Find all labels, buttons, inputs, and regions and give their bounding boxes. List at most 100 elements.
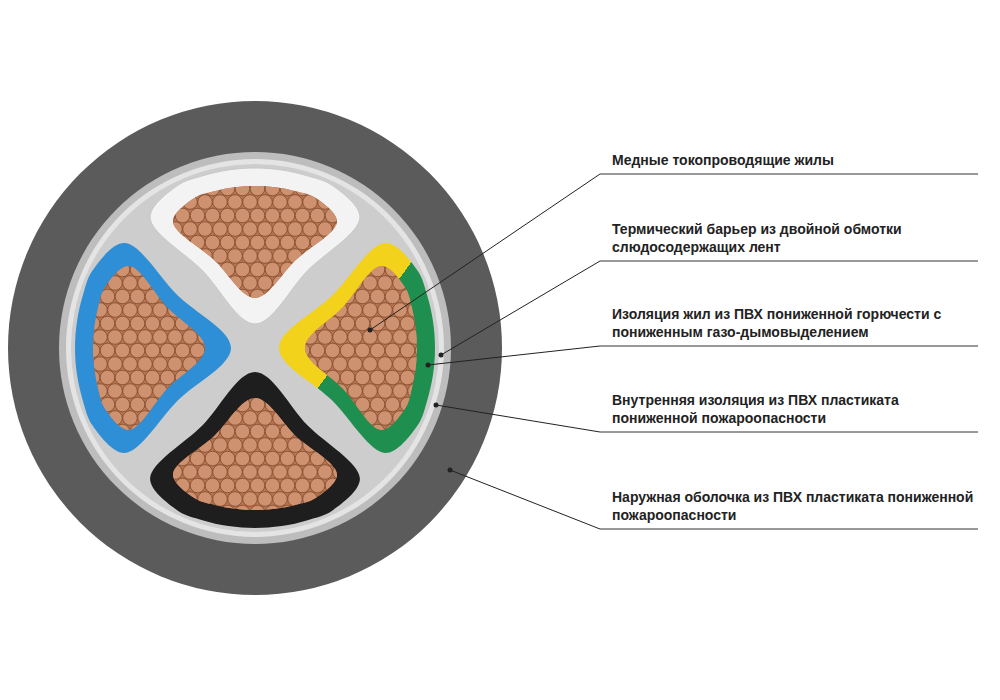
copper-strand — [385, 343, 400, 358]
copper-strand — [220, 181, 235, 196]
copper-strand — [385, 397, 400, 412]
copper-strand — [288, 195, 303, 210]
copper-strand — [48, 519, 63, 534]
copper-strand — [100, 154, 115, 169]
copper-strand — [288, 276, 303, 291]
copper-strand — [490, 181, 505, 196]
copper-strand — [100, 532, 115, 547]
copper-strand — [310, 289, 325, 304]
copper-strand — [168, 141, 183, 156]
copper-strand — [423, 519, 438, 534]
copper-strand — [363, 519, 378, 534]
copper-strand — [430, 154, 445, 169]
copper-strand — [115, 181, 130, 196]
copper-strand — [63, 276, 78, 291]
copper-strand — [303, 357, 318, 372]
copper-strand — [205, 289, 220, 304]
copper-strand — [453, 168, 468, 183]
copper-strand — [93, 330, 108, 345]
copper-strand — [445, 532, 460, 547]
copper-strand — [160, 181, 175, 196]
copper-strand — [48, 411, 63, 426]
copper-strand — [130, 343, 145, 358]
copper-strand — [393, 276, 408, 291]
copper-strand — [85, 532, 100, 547]
copper-strand — [460, 424, 475, 439]
copper-strand — [220, 316, 235, 331]
copper-strand — [430, 343, 445, 358]
copper-strand — [205, 181, 220, 196]
copper-strand — [153, 168, 168, 183]
copper-strand — [258, 249, 273, 264]
copper-strand — [183, 168, 198, 183]
copper-strand — [400, 505, 415, 520]
copper-strand — [100, 478, 115, 493]
copper-strand — [348, 303, 363, 318]
copper-strand — [183, 249, 198, 264]
copper-strand — [280, 451, 295, 466]
copper-strand — [265, 289, 280, 304]
copper-strand — [348, 195, 363, 210]
copper-strand — [378, 168, 393, 183]
copper-strand — [198, 195, 213, 210]
copper-strand — [468, 303, 483, 318]
copper-strand — [228, 303, 243, 318]
copper-strand — [325, 343, 340, 358]
copper-strand — [340, 316, 355, 331]
copper-strand — [153, 141, 168, 156]
copper-strand — [55, 181, 70, 196]
copper-strand — [385, 289, 400, 304]
copper-strand — [393, 222, 408, 237]
copper-strand — [123, 141, 138, 156]
copper-strand — [123, 195, 138, 210]
copper-strand — [55, 154, 70, 169]
copper-strand — [78, 168, 93, 183]
copper-strand — [303, 168, 318, 183]
copper-strand — [490, 343, 505, 358]
copper-strand — [235, 181, 250, 196]
copper-strand — [63, 222, 78, 237]
copper-strand — [153, 222, 168, 237]
copper-strand — [355, 262, 370, 277]
copper-strand — [423, 465, 438, 480]
copper-strand — [288, 357, 303, 372]
copper-strand — [460, 289, 475, 304]
copper-strand — [445, 235, 460, 250]
copper-strand — [318, 168, 333, 183]
copper-strand — [295, 154, 310, 169]
copper-strand — [325, 154, 340, 169]
copper-strand — [393, 357, 408, 372]
copper-strand — [198, 384, 213, 399]
copper-strand — [228, 168, 243, 183]
copper-strand — [130, 397, 145, 412]
copper-strand — [280, 262, 295, 277]
copper-strand — [168, 411, 183, 426]
copper-strand — [243, 357, 258, 372]
copper-strand — [393, 357, 408, 372]
copper-strand — [460, 532, 475, 547]
copper-strand — [63, 384, 78, 399]
copper-strand — [93, 168, 108, 183]
copper-strand — [250, 451, 265, 466]
copper-strand — [280, 208, 295, 223]
copper-strand — [243, 330, 258, 345]
copper-strand — [475, 235, 490, 250]
copper-strands — [48, 141, 505, 547]
copper-strand — [408, 465, 423, 480]
copper-strand — [235, 154, 250, 169]
copper-strand — [295, 343, 310, 358]
copper-strand — [490, 181, 505, 196]
copper-strand — [258, 438, 273, 453]
copper-strand — [243, 249, 258, 264]
copper-strand — [235, 316, 250, 331]
copper-strand — [55, 208, 70, 223]
copper-strand — [70, 181, 85, 196]
copper-strand — [453, 411, 468, 426]
copper-strand — [340, 208, 355, 223]
copper-strand — [453, 384, 468, 399]
copper-strand — [378, 519, 393, 534]
copper-strand — [438, 222, 453, 237]
copper-strand — [400, 532, 415, 547]
copper-strand — [55, 154, 70, 169]
copper-strand — [175, 208, 190, 223]
